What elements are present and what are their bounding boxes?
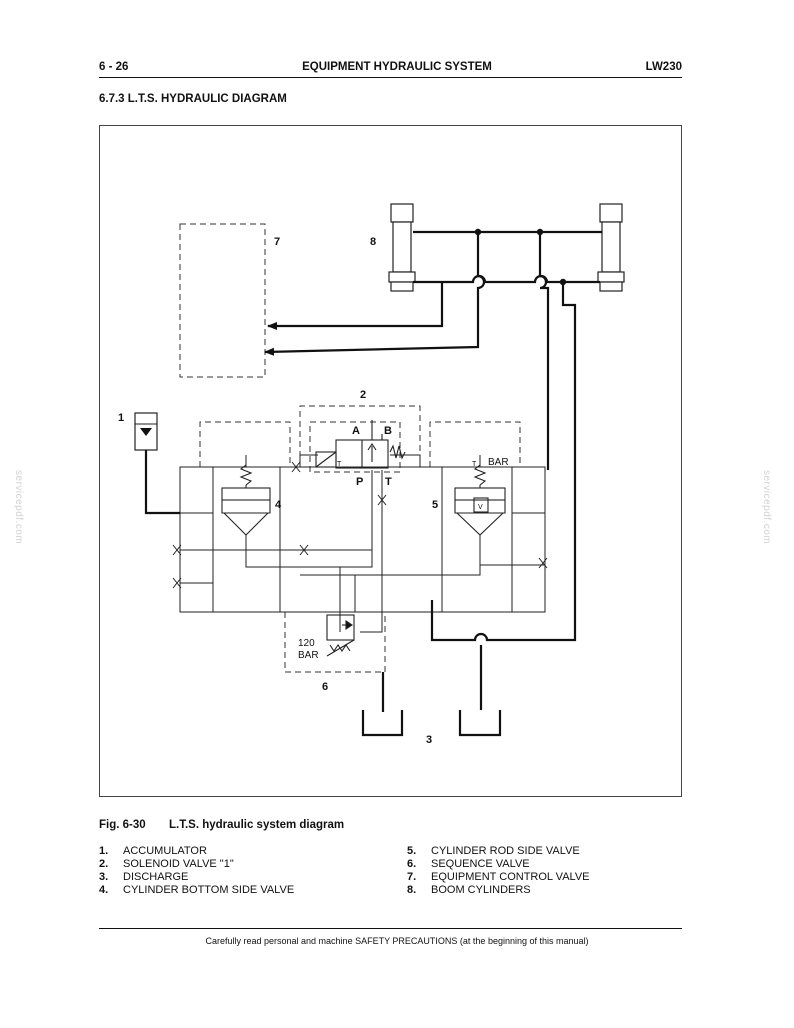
label-1: 1 <box>118 412 124 424</box>
boom-cylinders <box>388 203 625 292</box>
pressure-value: 120 <box>298 638 315 649</box>
legend-item: 7.EQUIPMENT CONTROL VALVE <box>407 871 590 883</box>
label-6: 6 <box>322 681 328 693</box>
small-t-label-1: T <box>337 461 342 468</box>
port-a-label: A <box>352 425 360 437</box>
page-number: 6 - 26 <box>99 61 129 73</box>
manifold-right-section <box>441 466 513 613</box>
legend-item: 1.ACCUMULATOR <box>99 845 207 857</box>
watermark-left: servicepdf.com <box>13 470 24 545</box>
figure-caption: Fig. 6-30 L.T.S. hydraulic system diagram <box>99 819 344 831</box>
chapter-title: EQUIPMENT HYDRAULIC SYSTEM <box>302 61 492 73</box>
diagram-frame <box>99 125 682 797</box>
label-5: 5 <box>432 499 438 511</box>
legend-left: 1.ACCUMULATOR 2.SOLENOID VALVE "1" 3.DIS… <box>99 845 294 897</box>
legend-item: 4.CYLINDER BOTTOM SIDE VALVE <box>99 884 295 896</box>
bar-label: BAR <box>488 457 509 468</box>
solenoid-inner-outline <box>309 421 401 473</box>
footer-rule <box>99 928 682 929</box>
header-rule <box>99 77 682 78</box>
label-8: 8 <box>370 236 376 248</box>
solenoid-outline <box>299 405 421 467</box>
port-t-label: T <box>385 476 392 488</box>
cylinder-rod-side-valve <box>454 464 506 536</box>
legend-item: 6.SEQUENCE VALVE <box>407 858 530 870</box>
legend-item: 3.DISCHARGE <box>99 871 189 883</box>
accumulator-symbol <box>134 412 158 451</box>
port-b-label: B <box>384 425 392 437</box>
small-t-label-2: T <box>472 461 477 468</box>
model-code: LW230 <box>645 61 682 73</box>
legend-item: 2.SOLENOID VALVE "1" <box>99 858 234 870</box>
legend-item: 8.BOOM CYLINDERS <box>407 884 531 896</box>
sequence-valve-symbol <box>326 614 355 657</box>
manifold-block <box>179 466 546 613</box>
legend-item: 5.CYLINDER ROD SIDE VALVE <box>407 845 580 857</box>
valve-5-outline <box>429 421 521 467</box>
footer-note: Carefully read personal and machine SAFE… <box>205 936 589 946</box>
valve-4-outline <box>199 421 291 467</box>
valve-v-mark: V <box>478 504 483 511</box>
label-4: 4 <box>275 499 282 511</box>
figure-label: Fig. 6-30 <box>99 819 146 831</box>
watermark-right: servicepdf.com <box>761 470 772 545</box>
label-2: 2 <box>360 389 366 401</box>
cylinder-bottom-side-valve <box>221 464 271 536</box>
legend-right: 5.CYLINDER ROD SIDE VALVE 6.SEQUENCE VAL… <box>407 845 590 897</box>
sequence-valve-outline <box>284 612 386 673</box>
figure-title: L.T.S. hydraulic system diagram <box>169 819 345 831</box>
solenoid-valve-symbol <box>315 420 406 469</box>
pressure-unit: BAR <box>298 650 319 661</box>
label-7: 7 <box>274 236 280 248</box>
port-p-label: P <box>356 476 363 488</box>
control-valve-outline <box>179 223 266 378</box>
label-3: 3 <box>426 734 432 746</box>
section-title: 6.7.3 L.T.S. HYDRAULIC DIAGRAM <box>99 93 287 105</box>
